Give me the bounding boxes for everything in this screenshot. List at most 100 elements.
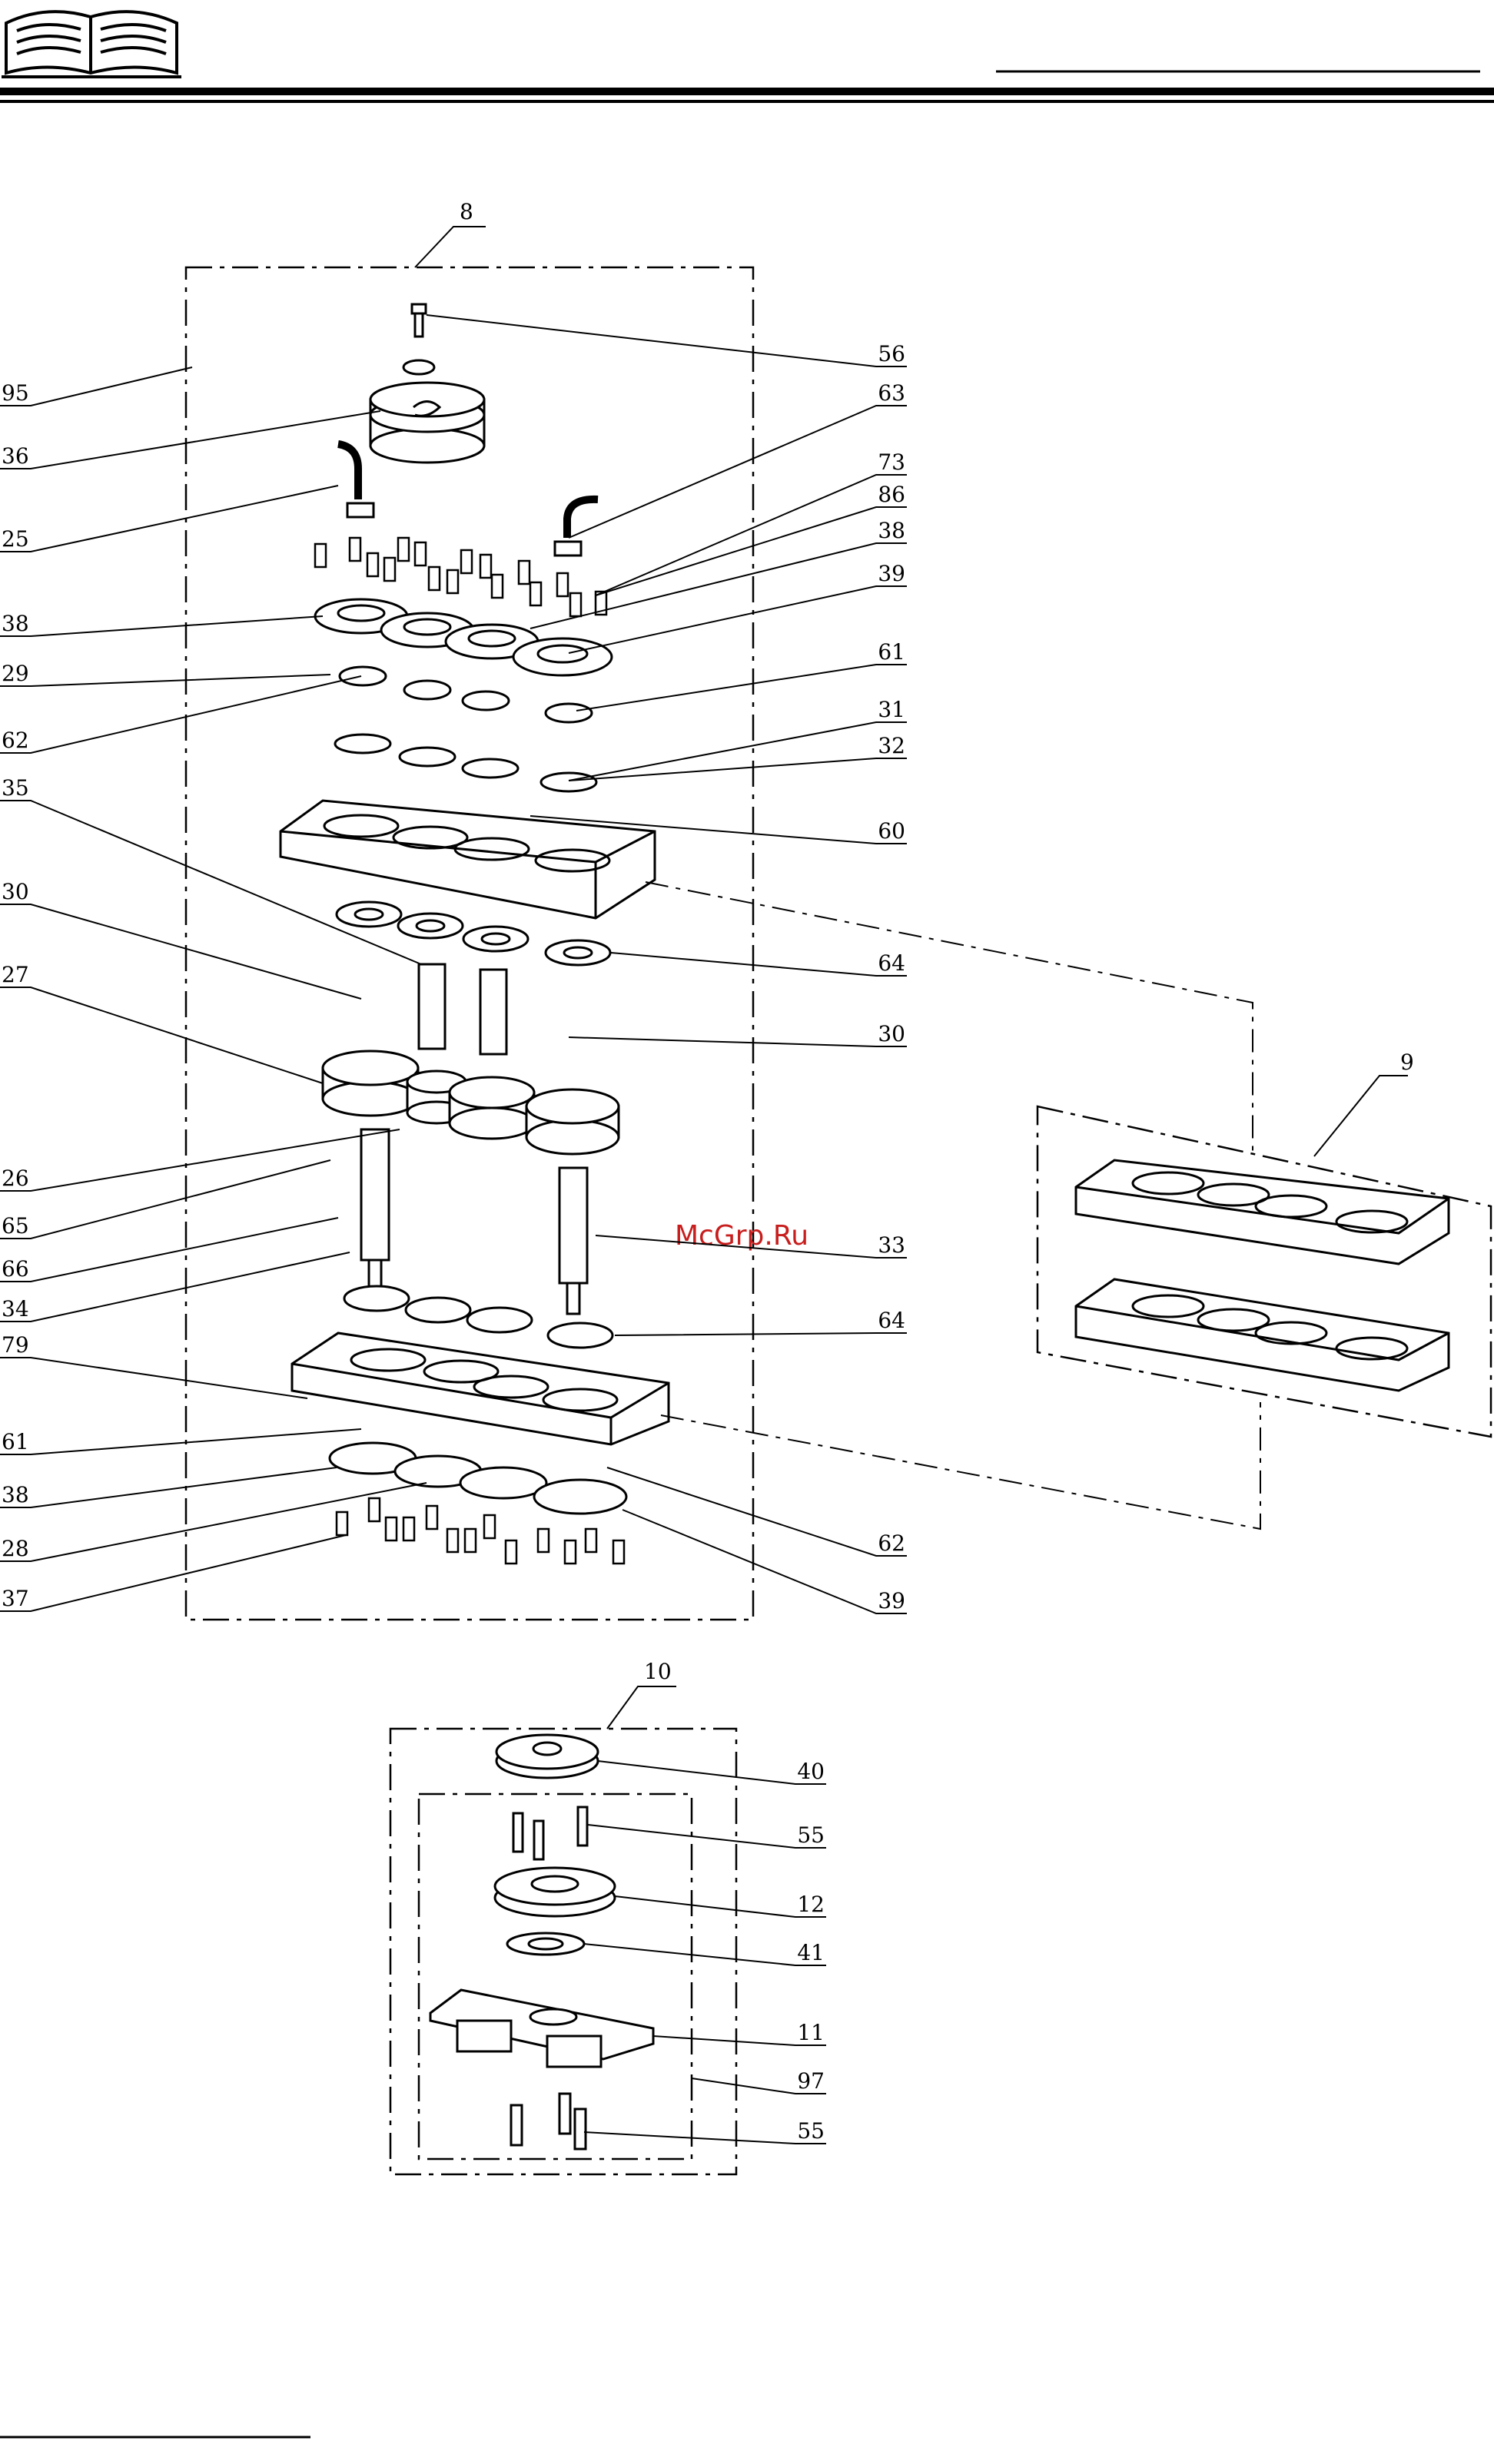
assembly-9-plates xyxy=(1076,1160,1449,1391)
callout-right-2: 12 xyxy=(615,1892,826,1917)
callout-left-5: 62 xyxy=(0,676,361,753)
callout-leader xyxy=(615,1333,907,1335)
callout-leader xyxy=(584,1944,826,1965)
callout-label: 55 xyxy=(797,1822,825,1848)
callout-label: 31 xyxy=(878,697,905,722)
callout-label: 30 xyxy=(878,1021,905,1046)
callout-leader xyxy=(569,1037,907,1046)
callout-label: 11 xyxy=(797,2020,825,2045)
callout-label: 79 xyxy=(2,1332,29,1358)
callout-label: 64 xyxy=(878,1308,905,1333)
callout-left-10: 65 xyxy=(0,1160,330,1239)
assembly-8-leader xyxy=(415,227,486,267)
callout-right-0: 56 xyxy=(427,315,907,366)
callout-label: 38 xyxy=(2,611,29,636)
callout-label: 34 xyxy=(2,1296,29,1322)
callout-left-11: 66 xyxy=(0,1218,338,1282)
callout-left-9: 26 xyxy=(0,1129,400,1191)
callout-leader xyxy=(588,1825,826,1848)
callout-leader xyxy=(569,722,907,781)
seal-25 xyxy=(347,503,374,517)
callout-left-13: 79 xyxy=(0,1332,307,1398)
callout-label: 60 xyxy=(878,818,905,844)
callout-label: 61 xyxy=(2,1429,29,1454)
callout-leader xyxy=(0,1218,338,1282)
callout-leader xyxy=(0,987,323,1083)
callout-label: 27 xyxy=(2,962,29,987)
callout-label: 29 xyxy=(2,661,29,686)
callout-left-8: 27 xyxy=(0,962,323,1083)
callout-right-4: 11 xyxy=(653,2020,826,2045)
callout-right-1: 63 xyxy=(569,380,907,538)
header-thin-rule xyxy=(0,100,1494,103)
lower-plate xyxy=(292,1333,669,1444)
callout-leader xyxy=(576,665,907,711)
callout-left-15: 38 xyxy=(0,1467,337,1507)
callout-label: 33 xyxy=(878,1232,905,1258)
callout-label: 38 xyxy=(2,1482,29,1507)
callout-left-4: 29 xyxy=(0,661,330,686)
callout-right-14: 62 xyxy=(607,1467,907,1556)
upper-bearings xyxy=(335,667,596,791)
upper-flanges xyxy=(315,599,612,675)
callout-left-1: 36 xyxy=(0,411,380,469)
callout-leader xyxy=(615,1896,826,1917)
callout-label: 62 xyxy=(878,1530,905,1556)
callout-leader xyxy=(569,406,907,538)
callout-leader xyxy=(622,1510,907,1613)
callout-leader xyxy=(0,1467,337,1507)
callout-left-17: 37 xyxy=(0,1535,346,1611)
callout-leader xyxy=(611,953,907,976)
callout-leader xyxy=(607,1467,907,1556)
callout-label: 41 xyxy=(797,1940,825,1965)
callout-label: 56 xyxy=(878,341,905,366)
callout-right-6: 61 xyxy=(576,639,907,711)
callout-right-3: 86 xyxy=(596,482,907,595)
bolt-56 xyxy=(412,304,426,337)
upper-plate xyxy=(281,801,655,918)
callout-right-5: 55 xyxy=(584,2118,826,2144)
assembly-10-parts xyxy=(430,1735,653,2149)
callout-leader xyxy=(596,475,907,595)
callout-label: 73 xyxy=(878,449,905,475)
callout-right-4: 38 xyxy=(530,518,907,628)
callout-leader xyxy=(584,2132,826,2144)
callout-right-13: 64 xyxy=(615,1308,907,1335)
callout-left-16: 28 xyxy=(0,1483,427,1561)
callout-left-0: 95 xyxy=(0,367,192,406)
callout-right-1: 55 xyxy=(588,1822,826,1848)
callout-label: 66 xyxy=(2,1256,29,1282)
seal-63 xyxy=(555,542,581,555)
assembly-9-frame xyxy=(1038,1106,1491,1437)
callout-label: 12 xyxy=(797,1892,825,1917)
callout-left-3: 38 xyxy=(0,611,323,636)
callout-label: 61 xyxy=(878,639,905,665)
callout-label: 39 xyxy=(878,561,905,586)
assembly-10-leader xyxy=(607,1686,676,1729)
callout-left-14: 61 xyxy=(0,1429,361,1454)
assembly-97-frame xyxy=(419,1794,692,2159)
header-thick-rule xyxy=(0,88,1494,95)
callout-label: 38 xyxy=(878,518,905,543)
callout-label: 25 xyxy=(2,526,29,552)
assembly-9-label: 9 xyxy=(1400,1050,1414,1075)
callout-label: 65 xyxy=(2,1213,29,1239)
assembly-8-label: 8 xyxy=(460,199,473,224)
callout-label: 35 xyxy=(2,775,29,801)
callout-right-3: 41 xyxy=(584,1940,826,1965)
assembly-97-label: 97 xyxy=(797,2068,825,2094)
callout-leader xyxy=(427,315,907,366)
callout-label: 64 xyxy=(878,950,905,976)
callout-label: 28 xyxy=(2,1536,29,1561)
callout-right-11: 30 xyxy=(569,1021,907,1046)
callout-left-7: 30 xyxy=(0,879,361,999)
callout-leader xyxy=(596,507,907,595)
callout-label: 37 xyxy=(2,1586,29,1611)
open-book-icon xyxy=(2,12,181,77)
callout-leader xyxy=(0,411,380,469)
callout-leader xyxy=(0,1129,400,1191)
callout-label: 63 xyxy=(878,380,905,406)
callout-leader xyxy=(0,1160,330,1239)
callout-label: 30 xyxy=(2,879,29,904)
callout-leader xyxy=(0,1535,346,1611)
